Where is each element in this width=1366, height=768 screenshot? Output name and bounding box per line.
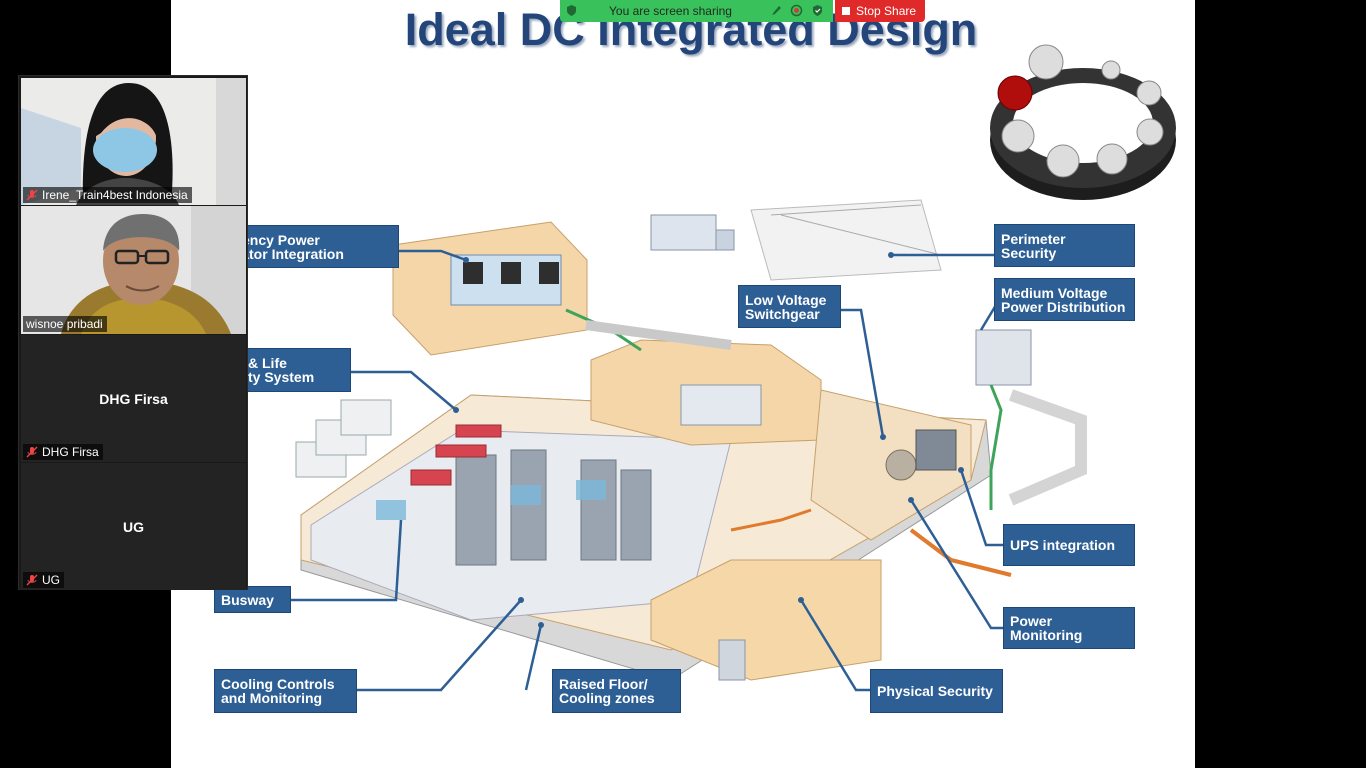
- screen-share-toolbar: You are screen sharing Stop Share: [560, 0, 925, 22]
- participant-name-label: Irene_Train4best Indonesia: [23, 187, 192, 203]
- participant-name-label: UG: [23, 572, 64, 588]
- callout-low-voltage: Low Voltage Switchgear: [738, 285, 841, 328]
- participant-tile-active-speaker[interactable]: wisnoe pribadi: [21, 206, 246, 334]
- participant-video-feed: [21, 206, 246, 334]
- annotate-pen-icon[interactable]: [770, 4, 783, 17]
- participant-tile[interactable]: DHG Firsa DHG Firsa: [21, 335, 246, 462]
- callout-perimeter-security: Perimeter Security: [994, 224, 1135, 267]
- stop-share-label: Stop Share: [856, 4, 917, 18]
- callout-raised-floor: Raised Floor/ Cooling zones: [552, 669, 681, 713]
- screen-share-status[interactable]: You are screen sharing: [560, 0, 833, 22]
- shared-slide: Ideal DC Integrated Design: [171, 0, 1195, 768]
- security-shield-icon[interactable]: [811, 4, 824, 17]
- callout-emergency-power: rgency Power erator Integration: [221, 225, 399, 268]
- datacenter-illustration: [291, 199, 1087, 692]
- stop-square-icon: [842, 7, 850, 15]
- shield-check-icon: [567, 5, 576, 16]
- participant-display-name: UG: [123, 518, 144, 535]
- callout-power-monitoring: Power Monitoring: [1003, 607, 1135, 649]
- participant-name-label: wisnoe pribadi: [23, 316, 107, 332]
- callout-cooling-controls: Cooling Controls and Monitoring: [214, 669, 357, 713]
- ring-logo-graphic: [990, 44, 1176, 200]
- participant-display-name: DHG Firsa: [99, 390, 168, 407]
- callout-life-safety: & Life ty System: [241, 348, 351, 392]
- stop-share-button[interactable]: Stop Share: [835, 0, 925, 22]
- participant-tile[interactable]: UG UG: [21, 463, 246, 590]
- participant-video-panel: Irene_Train4best Indonesia wisnoe pribad…: [18, 75, 248, 590]
- participant-tile[interactable]: Irene_Train4best Indonesia: [21, 78, 246, 205]
- callout-physical-security: Physical Security: [870, 669, 1003, 713]
- record-icon[interactable]: [790, 4, 803, 17]
- mic-muted-icon: [26, 574, 38, 586]
- mic-muted-icon: [26, 446, 38, 458]
- screen-share-status-text: You are screen sharing: [609, 4, 732, 18]
- callout-medium-voltage: Medium Voltage Power Distribution: [994, 278, 1135, 321]
- callout-ups-integration: UPS integration: [1003, 524, 1135, 566]
- mic-muted-icon: [26, 189, 38, 201]
- participant-name-label: DHG Firsa: [23, 444, 103, 460]
- participant-video-feed: [21, 78, 246, 205]
- callout-busway: Busway: [214, 586, 291, 613]
